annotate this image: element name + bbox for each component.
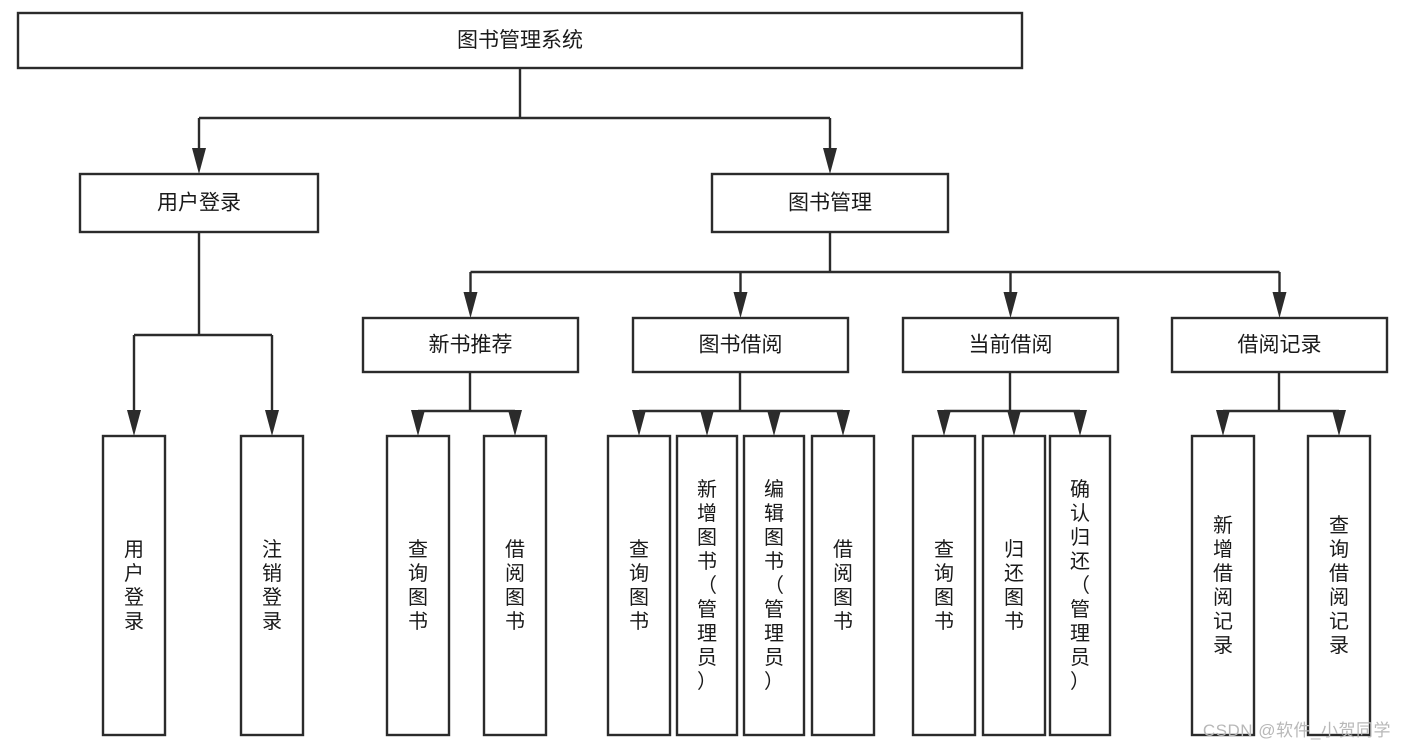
node-box [981, 434, 1047, 737]
node-level3-label-3: 借阅记录 [1238, 334, 1322, 357]
node-box [810, 434, 876, 737]
arrow-head-icon [836, 410, 850, 436]
arrow-head-icon [463, 292, 478, 318]
arrow-head-icon [411, 410, 425, 436]
node-box [482, 434, 548, 737]
node-leaf-label-9: 归还图书 [1004, 538, 1024, 633]
node-leaf-label-12: 查询借阅记录 [1329, 514, 1349, 657]
node-box [675, 434, 739, 737]
node-box [239, 434, 305, 737]
node-level2-label-0: 用户登录 [157, 192, 241, 215]
node-leaf-label-6: 编辑图书（管理员） [764, 478, 784, 693]
node-box [911, 434, 977, 737]
node-level2-label-1: 图书管理 [788, 192, 872, 215]
node-leaf-8[interactable]: 查询图书 [911, 434, 977, 737]
node-level2-0[interactable]: 用户登录 [78, 172, 320, 234]
node-leaf-label-5: 新增图书（管理员） [697, 478, 717, 693]
node-level3-0[interactable]: 新书推荐 [361, 316, 580, 374]
node-leaf-label-8: 查询图书 [934, 538, 954, 633]
node-level3-1[interactable]: 图书借阅 [631, 316, 850, 374]
node-leaf-label-0: 用户登录 [124, 539, 144, 633]
node-level3-3[interactable]: 借阅记录 [1170, 316, 1389, 374]
node-box [1170, 316, 1389, 374]
arrow-head-icon [700, 410, 714, 436]
node-box [710, 172, 950, 234]
node-box [1306, 434, 1372, 737]
node-root-label: 图书管理系统 [457, 29, 583, 52]
arrow-head-icon [1003, 292, 1018, 318]
node-box [901, 316, 1120, 374]
node-root-system[interactable]: 图书管理系统 [16, 11, 1024, 70]
arrow-head-icon [1332, 410, 1346, 436]
node-leaf-12[interactable]: 查询借阅记录 [1306, 434, 1372, 737]
node-box [361, 316, 580, 374]
node-level2-1[interactable]: 图书管理 [710, 172, 950, 234]
arrow-head-icon [767, 410, 781, 436]
node-box [1048, 434, 1112, 737]
arrow-head-icon [1007, 410, 1021, 436]
node-box [742, 434, 806, 737]
arrow-head-icon [508, 410, 522, 436]
arrow-head-icon [937, 410, 951, 436]
node-level3-label-0: 新书推荐 [429, 334, 513, 357]
node-leaf-label-3: 借阅图书 [505, 538, 525, 633]
node-leaf-3[interactable]: 借阅图书 [482, 434, 548, 737]
node-leaf-1[interactable]: 注销登录 [239, 434, 305, 737]
csdn-watermark: CSDN @软件_小贺同学 [1202, 721, 1391, 740]
node-box [631, 316, 850, 374]
node-level3-label-1: 图书借阅 [699, 334, 783, 357]
node-leaf-11[interactable]: 新增借阅记录 [1190, 434, 1256, 737]
node-leaf-label-4: 查询图书 [629, 538, 649, 633]
arrow-head-icon [733, 292, 748, 318]
node-leaf-label-1: 注销登录 [262, 538, 282, 633]
node-leaf-label-2: 查询图书 [408, 538, 428, 633]
node-leaf-0[interactable]: 用户登录 [101, 434, 167, 737]
node-leaf-label-10: 确认归还（管理员） [1070, 478, 1090, 693]
node-level3-2[interactable]: 当前借阅 [901, 316, 1120, 374]
node-leaf-2[interactable]: 查询图书 [385, 434, 451, 737]
node-leaf-9[interactable]: 归还图书 [981, 434, 1047, 737]
node-box [1190, 434, 1256, 737]
node-box [16, 11, 1024, 70]
node-box [606, 434, 672, 737]
arrow-head-icon [192, 148, 206, 174]
node-leaf-label-7: 借阅图书 [833, 538, 853, 633]
node-leaf-5[interactable]: 新增图书（管理员） [675, 434, 739, 737]
node-leaf-label-11: 新增借阅记录 [1213, 514, 1233, 657]
node-leaf-4[interactable]: 查询图书 [606, 434, 672, 737]
arrow-head-icon [632, 410, 646, 436]
arrow-head-icon [1216, 410, 1230, 436]
arrow-head-icon [1073, 410, 1087, 436]
arrow-head-icon [265, 410, 279, 436]
node-leaf-6[interactable]: 编辑图书（管理员） [742, 434, 806, 737]
arrow-head-icon [823, 148, 837, 174]
node-box [101, 434, 167, 737]
node-leaf-7[interactable]: 借阅图书 [810, 434, 876, 737]
arrow-head-icon [1272, 292, 1287, 318]
node-leaf-10[interactable]: 确认归还（管理员） [1048, 434, 1112, 737]
node-level3-label-2: 当前借阅 [969, 334, 1053, 357]
node-box [78, 172, 320, 234]
node-box [385, 434, 451, 737]
arrow-head-icon [127, 410, 141, 436]
